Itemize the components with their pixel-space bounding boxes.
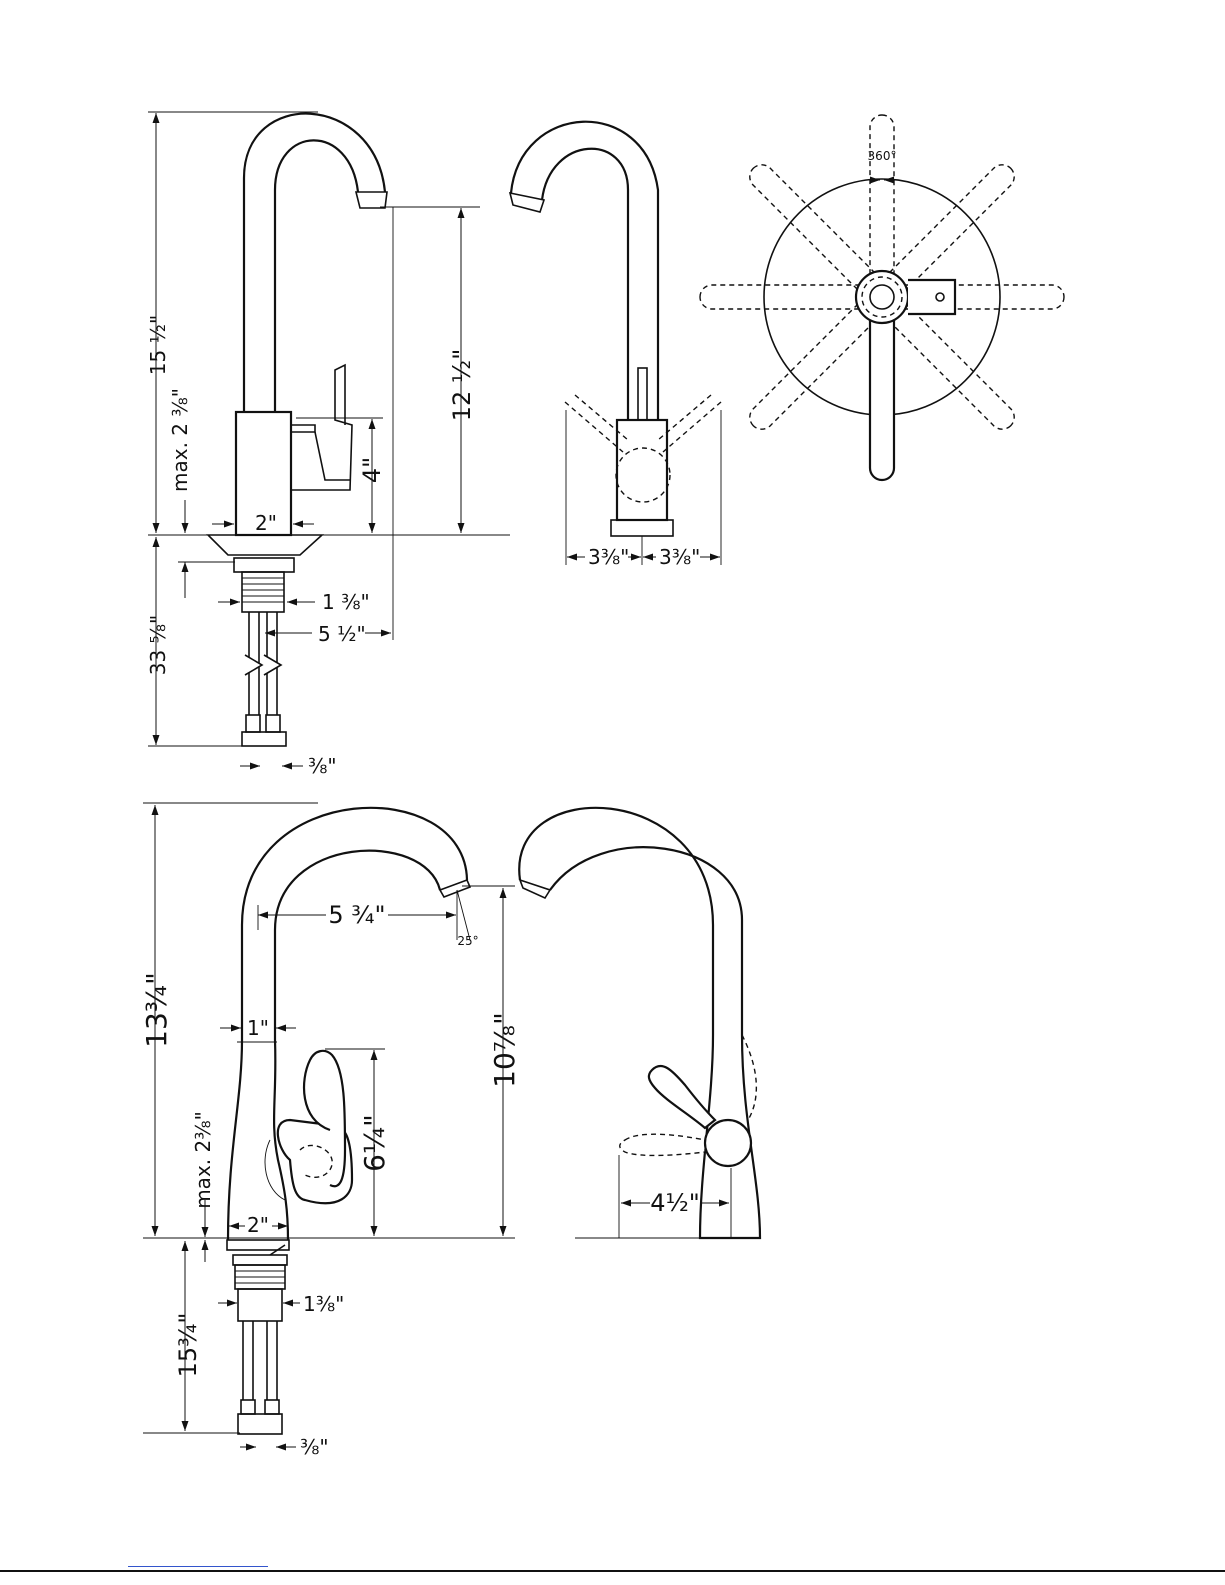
plan-rotation-label: 360° <box>868 149 897 163</box>
front-right-width-label: 3⅜" <box>659 545 700 569</box>
bottom-total-height-label: 13¾" <box>140 972 173 1048</box>
back-lever-reach-label: 4½" <box>650 1189 700 1217</box>
top-front-view: 3⅜" 3⅜" <box>510 122 721 569</box>
top-shank-width-label: 1 ⅜" <box>322 590 370 614</box>
bottom-max-deck-label: max. 2⅜" <box>191 1111 215 1209</box>
bottom-below-deck-label: 15¾" <box>174 1313 202 1378</box>
bottom-back-view: 4½" <box>519 808 760 1238</box>
top-lever-height-label: 4" <box>358 457 386 483</box>
footer-rule <box>0 1570 1225 1572</box>
top-connection-label: ⅜" <box>308 754 337 778</box>
bottom-spray-angle-label: 25° <box>457 934 478 948</box>
top-total-height-label: 15 ½" <box>146 315 170 375</box>
bottom-base-width-label: 2" <box>247 1213 269 1237</box>
top-below-deck-label: 33 ⅝" <box>146 615 170 675</box>
top-plan-view: 360° <box>700 115 1064 480</box>
top-max-deck-label: max. 2 ⅜" <box>168 388 192 492</box>
footer-link-underline <box>128 1566 268 1567</box>
top-spout-height-label: 12 ½" <box>448 349 476 421</box>
top-reach-label: 5 ½" <box>318 622 366 646</box>
front-left-width-label: 3⅜" <box>588 545 629 569</box>
bottom-reach-label: 5 ¾" <box>328 901 385 929</box>
bottom-spout-width-label: 1" <box>247 1016 269 1040</box>
bottom-connection-label: ⅜" <box>300 1435 329 1459</box>
top-base-width-label: 2" <box>255 511 277 535</box>
top-side-view: 15 ½" max. 2 ⅜" 12 ½" 4" 2" 33 ⅝" 1 ⅜" 5… <box>146 112 510 778</box>
bottom-lever-height-label: 6¼" <box>358 1114 391 1172</box>
bottom-side-view: 13¾" 5 ¾" 25° 1" 10⅞" 6¼" max. 2⅜" 2" 1⅜… <box>140 803 521 1459</box>
bottom-shank-width-label: 1⅜" <box>303 1292 344 1316</box>
bottom-spout-height-label: 10⅞" <box>488 1012 521 1088</box>
